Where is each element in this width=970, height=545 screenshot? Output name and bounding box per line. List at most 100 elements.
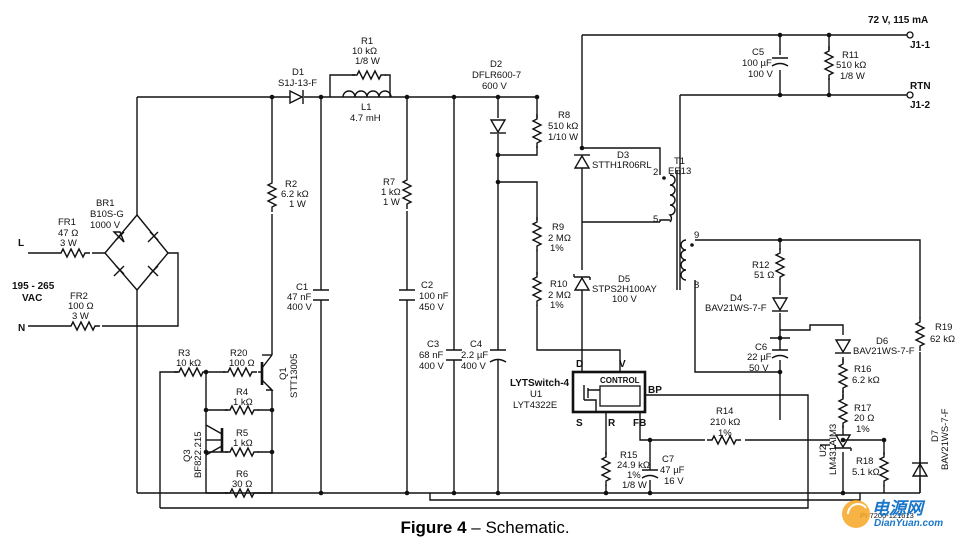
q3-transistor	[205, 424, 224, 456]
r8-resistor	[532, 113, 542, 149]
svg-text:16 V: 16 V	[664, 476, 684, 487]
svg-text:B10S-G: B10S-G	[90, 209, 124, 220]
svg-text:C3: C3	[427, 339, 439, 350]
svg-text:1 kΩ: 1 kΩ	[381, 187, 401, 198]
r18-resistor	[879, 451, 889, 487]
svg-text:450 V: 450 V	[419, 302, 444, 313]
svg-text:LYT4322E: LYT4322E	[513, 400, 557, 411]
svg-text:400 V: 400 V	[287, 302, 312, 313]
svg-text:10 kΩ: 10 kΩ	[352, 46, 377, 57]
svg-text:R20: R20	[230, 348, 247, 359]
r3-resistor	[173, 367, 209, 377]
q1-transistor	[260, 354, 274, 391]
c6-capacitor	[771, 349, 789, 359]
labels: L N 195 - 265 VAC 72 V, 115 mA J1-1 RTN …	[12, 15, 955, 520]
svg-text:L1: L1	[361, 102, 372, 113]
svg-text:R8: R8	[558, 110, 570, 121]
svg-text:R10: R10	[550, 279, 567, 290]
svg-text:D: D	[576, 359, 583, 370]
svg-text:2 MΩ: 2 MΩ	[548, 290, 571, 301]
svg-text:STTH1R06RL: STTH1R06RL	[592, 160, 652, 171]
d6-diode	[834, 339, 852, 354]
svg-text:6.2 kΩ: 6.2 kΩ	[852, 375, 880, 386]
svg-text:FB: FB	[633, 418, 646, 429]
svg-text:V: V	[619, 359, 626, 370]
svg-text:R17: R17	[854, 403, 871, 414]
svg-text:C7: C7	[662, 454, 674, 465]
svg-text:DFLR600-7: DFLR600-7	[472, 70, 521, 81]
r12-resistor	[775, 247, 785, 283]
svg-text:D3: D3	[617, 150, 629, 161]
label-output-voltage: 72 V, 115 mA	[868, 15, 928, 26]
svg-text:R15: R15	[620, 450, 637, 461]
svg-text:LYTSwitch-4: LYTSwitch-4	[510, 378, 570, 389]
svg-text:10 kΩ: 10 kΩ	[176, 358, 201, 369]
dianyuan-watermark: 电源网 DianYuan.com	[838, 492, 968, 542]
svg-text:FR2: FR2	[70, 291, 88, 302]
svg-text:BAV21WS-7-F: BAV21WS-7-F	[853, 346, 915, 357]
svg-text:Q1: Q1	[278, 367, 289, 380]
d2-diode	[489, 119, 507, 134]
svg-text:24.9 kΩ: 24.9 kΩ	[617, 460, 650, 471]
svg-text:1/10 W: 1/10 W	[548, 132, 578, 143]
svg-text:1/8 W: 1/8 W	[622, 480, 647, 491]
wires	[28, 34, 921, 509]
svg-text:Q3: Q3	[182, 449, 193, 462]
svg-text:600 V: 600 V	[482, 81, 507, 92]
svg-text:1000 V: 1000 V	[90, 220, 121, 231]
svg-text:R3: R3	[178, 348, 190, 359]
svg-text:C1: C1	[296, 282, 308, 293]
svg-text:30 Ω: 30 Ω	[232, 479, 252, 490]
svg-text:400 V: 400 V	[461, 361, 486, 372]
svg-text:62 kΩ: 62 kΩ	[930, 334, 955, 345]
c2-capacitor	[399, 289, 415, 301]
u1-lytswitch-ic	[571, 370, 647, 414]
svg-text:STT13005: STT13005	[289, 354, 300, 398]
svg-text:51 Ω: 51 Ω	[754, 270, 774, 281]
svg-text:C2: C2	[421, 280, 433, 291]
watermark-en: DianYuan.com	[874, 518, 944, 529]
label-vac: VAC	[22, 293, 42, 304]
svg-text:1%: 1%	[856, 424, 870, 435]
svg-text:1%: 1%	[550, 243, 564, 254]
svg-text:U1: U1	[530, 389, 542, 400]
svg-text:LM431AIM3: LM431AIM3	[828, 424, 839, 475]
l1-inductor	[342, 90, 392, 98]
figure-caption: Figure 4 – Schematic.	[0, 518, 970, 538]
r11-resistor	[824, 45, 834, 81]
r7-resistor	[402, 174, 412, 210]
svg-text:9: 9	[694, 230, 699, 241]
svg-text:R14: R14	[716, 406, 733, 417]
svg-text:R18: R18	[856, 456, 873, 467]
plug-logo-icon	[842, 500, 870, 528]
svg-text:BAV21WS-7-F: BAV21WS-7-F	[705, 303, 767, 314]
svg-text:C4: C4	[470, 339, 482, 350]
svg-text:100 V: 100 V	[748, 69, 773, 80]
svg-text:R16: R16	[854, 364, 871, 375]
svg-text:R7: R7	[383, 177, 395, 188]
junction-dots	[203, 32, 887, 496]
svg-text:210 kΩ: 210 kΩ	[710, 417, 740, 428]
c5-capacitor	[771, 57, 789, 67]
caption-text: – Schematic.	[466, 518, 570, 537]
r16-resistor	[838, 358, 848, 394]
label-input-voltage: 195 - 265	[12, 281, 55, 292]
svg-text:1%: 1%	[550, 300, 564, 311]
label-j1-1: J1-1	[910, 40, 930, 51]
svg-text:FR1: FR1	[58, 217, 76, 228]
svg-text:47 µF: 47 µF	[660, 465, 685, 476]
r19-resistor	[915, 316, 925, 352]
svg-text:R4: R4	[236, 387, 248, 398]
svg-text:22 µF: 22 µF	[747, 352, 772, 363]
svg-text:50 V: 50 V	[749, 363, 769, 374]
svg-text:100 µF: 100 µF	[742, 58, 772, 69]
caption-figure-number: Figure 4	[400, 518, 467, 537]
svg-text:D2: D2	[490, 59, 502, 70]
svg-text:400 V: 400 V	[419, 361, 444, 372]
svg-text:D7: D7	[930, 430, 941, 442]
r9-resistor	[532, 216, 542, 252]
svg-text:2.2 µF: 2.2 µF	[461, 350, 488, 361]
svg-text:1 kΩ: 1 kΩ	[233, 438, 253, 449]
svg-text:1%: 1%	[627, 470, 641, 481]
